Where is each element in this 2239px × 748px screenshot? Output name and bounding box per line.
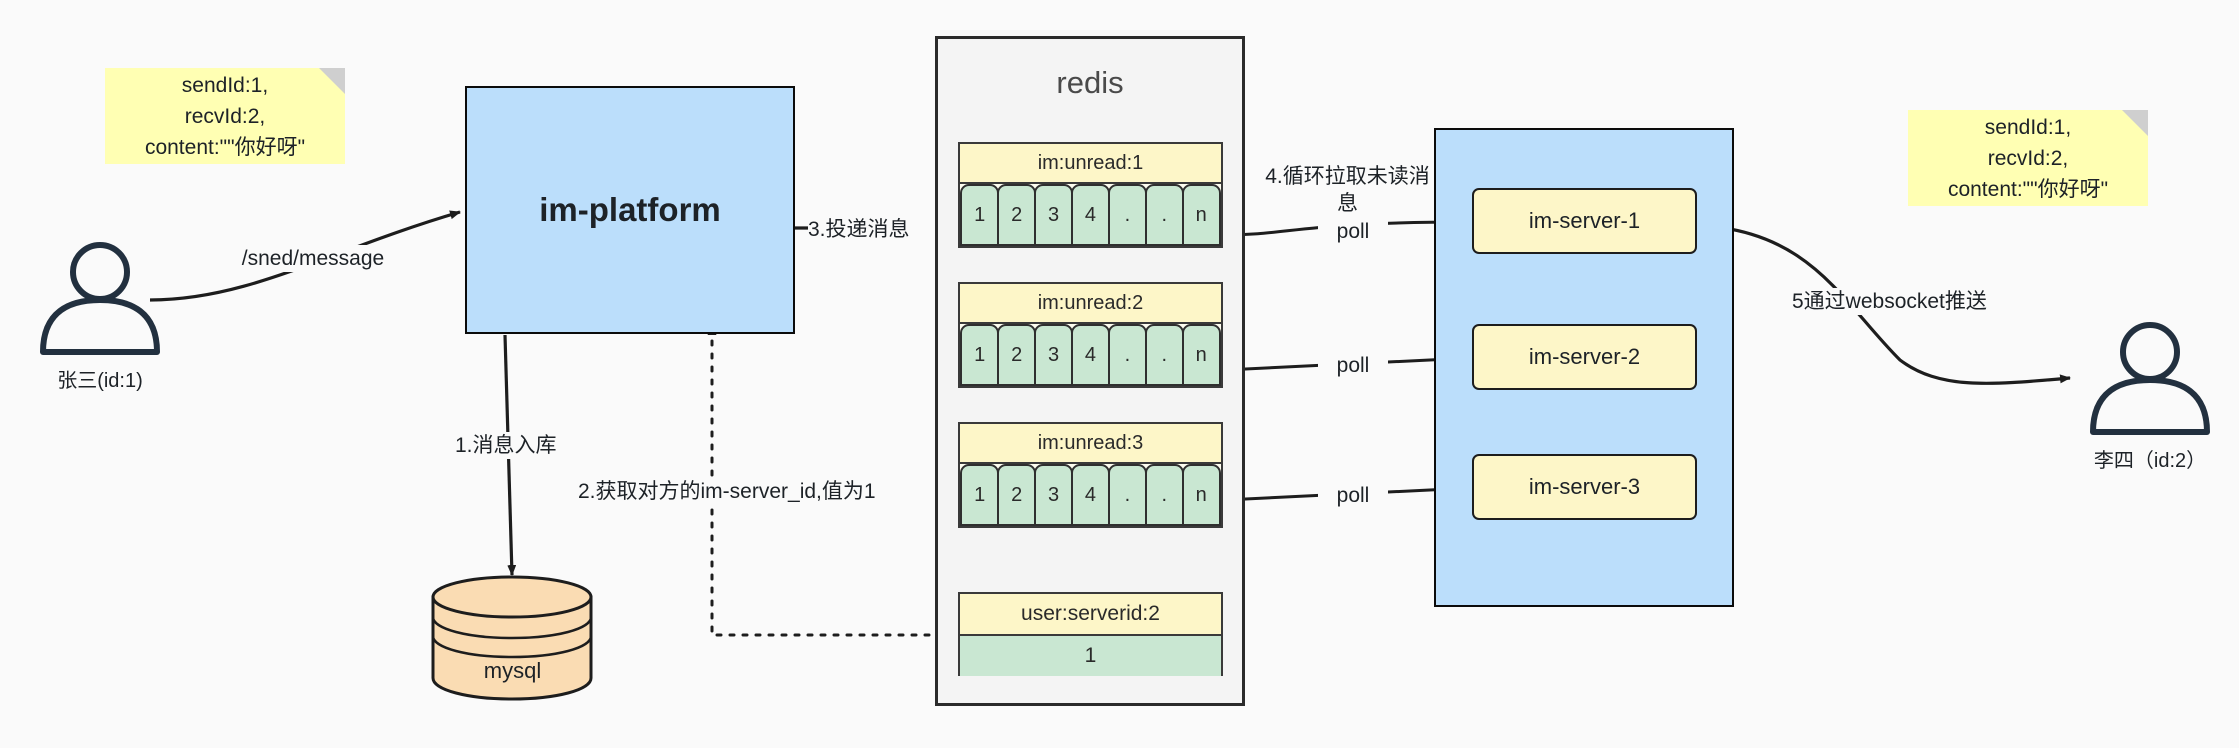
redis-cell: 4 <box>1070 324 1111 386</box>
redis-cell: 2 <box>996 184 1037 246</box>
note-line: recvId:2, <box>184 104 266 128</box>
redis-cell: 4 <box>1070 184 1111 246</box>
redis-cell: 1 <box>960 324 1000 386</box>
redis-cell: 2 <box>996 464 1037 526</box>
redis-cell: n <box>1181 184 1221 246</box>
person-icon <box>2090 322 2210 435</box>
message-note-right: sendId:1, recvId:2, content:""你好呀" <box>1908 110 2148 206</box>
edge-label-step4: 4.循环拉取未读消 息 <box>1255 163 1440 217</box>
node-mysql[interactable]: mysql <box>425 570 600 705</box>
redis-cell: . <box>1107 324 1148 386</box>
redis-list-cells: 1 2 3 4 . . n <box>960 324 1221 386</box>
redis-cell: 3 <box>1033 184 1074 246</box>
note-fold-icon <box>2122 110 2148 136</box>
redis-cell: n <box>1181 464 1221 526</box>
redis-cell: 4 <box>1070 464 1111 526</box>
note-line: content:""你好呀" <box>144 135 306 159</box>
redis-key-group-3[interactable]: im:unread:3 1 2 3 4 . . n <box>958 422 1223 528</box>
database-cylinder-icon <box>431 575 593 701</box>
redis-cell: 3 <box>1033 324 1074 386</box>
redis-kv-value: 1 <box>960 636 1221 676</box>
note-line: content:""你好呀" <box>1947 177 2109 201</box>
redis-cell: 3 <box>1033 464 1074 526</box>
redis-cell: 2 <box>996 324 1037 386</box>
message-note-left: sendId:1, recvId:2, content:""你好呀" <box>105 68 345 164</box>
redis-cell: 1 <box>960 184 1000 246</box>
redis-kv-key: user:serverid:2 <box>960 594 1221 636</box>
node-im-platform[interactable]: im-platform <box>465 86 795 334</box>
node-im-server-2[interactable]: im-server-2 <box>1472 324 1697 390</box>
redis-cell: . <box>1144 184 1185 246</box>
redis-kv-user-serverid[interactable]: user:serverid:2 1 <box>958 592 1223 676</box>
redis-key-group-1[interactable]: im:unread:1 1 2 3 4 . . n <box>958 142 1223 248</box>
redis-cell: . <box>1107 464 1148 526</box>
node-mysql-label: mysql <box>483 658 542 683</box>
redis-cell: n <box>1181 324 1221 386</box>
node-im-platform-label: im-platform <box>539 191 721 228</box>
edge-label-poll-3: poll <box>1318 482 1388 509</box>
redis-cell: . <box>1144 324 1185 386</box>
note-fold-icon <box>319 68 345 94</box>
node-im-server-1-label: im-server-1 <box>1528 208 1641 233</box>
edge-label-send-message: /sned/message <box>228 245 398 272</box>
node-im-server-3[interactable]: im-server-3 <box>1472 454 1697 520</box>
actor-receiver-label: 李四（id:2） <box>2093 450 2207 472</box>
actor-sender-label: 张三(id:1) <box>57 370 143 392</box>
person-icon <box>40 242 160 355</box>
redis-key-group-2[interactable]: im:unread:2 1 2 3 4 . . n <box>958 282 1223 388</box>
redis-cell: . <box>1107 184 1148 246</box>
node-im-server-1[interactable]: im-server-1 <box>1472 188 1697 254</box>
redis-key-name: im:unread:3 <box>960 424 1221 464</box>
redis-list-cells: 1 2 3 4 . . n <box>960 184 1221 246</box>
edge-label-step1: 1.消息入库 <box>455 432 675 459</box>
redis-cell: . <box>1144 464 1185 526</box>
actor-sender: 张三(id:1) <box>10 240 190 392</box>
redis-key-name: im:unread:1 <box>960 144 1221 184</box>
node-im-server-3-label: im-server-3 <box>1528 474 1641 499</box>
redis-cell: 1 <box>960 464 1000 526</box>
note-line: recvId:2, <box>1987 146 2069 170</box>
edge-label-poll-1: poll <box>1318 218 1388 245</box>
redis-list-cells: 1 2 3 4 . . n <box>960 464 1221 526</box>
note-line: sendId:1, <box>181 73 269 97</box>
actor-receiver: 李四（id:2） <box>2060 320 2239 472</box>
edge-label-step5: 5通过websocket推送 <box>1792 288 2072 315</box>
note-line: sendId:1, <box>1984 115 2072 139</box>
container-redis-label: redis <box>1056 65 1124 100</box>
node-im-server-2-label: im-server-2 <box>1528 344 1641 369</box>
redis-key-name: im:unread:2 <box>960 284 1221 324</box>
edge-label-poll-2: poll <box>1318 352 1388 379</box>
